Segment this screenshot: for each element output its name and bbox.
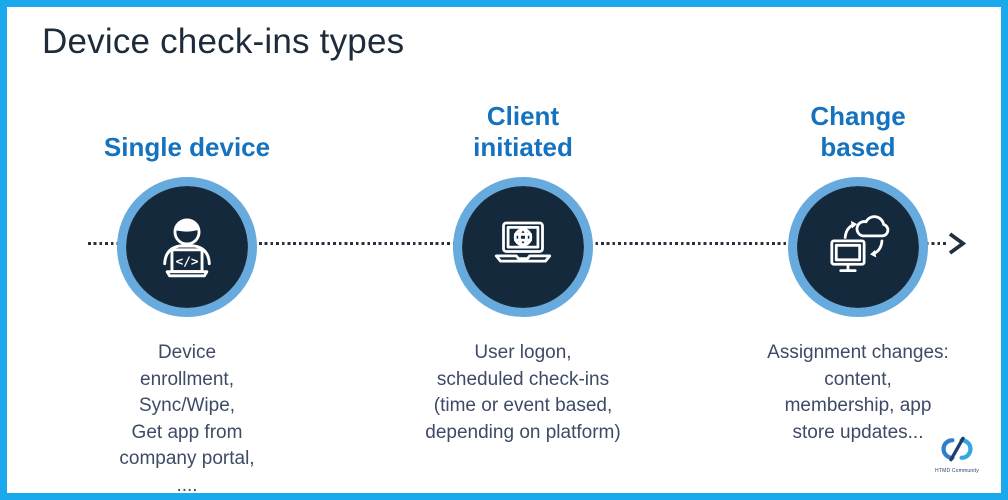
- timeline-arrowhead-icon: [948, 232, 967, 255]
- svg-text:</>: </>: [175, 254, 198, 269]
- logo-label: HTMD Community: [935, 468, 979, 474]
- column-client-initiated: Client initiated User logon, scheduled c…: [368, 0, 678, 500]
- column-description: User logon, scheduled check-ins (time or…: [425, 342, 621, 443]
- column-description: Device enrollment, Sync/Wipe, Get app fr…: [119, 342, 255, 496]
- column-heading: Change based: [810, 101, 906, 162]
- page-title: Device check-ins types: [42, 22, 405, 61]
- column-heading: Client initiated: [473, 101, 573, 162]
- change-based-circle: [788, 177, 928, 317]
- monitor-cloud-sync-icon: [830, 215, 890, 273]
- column-single-device: Single device </> Device enrollment, Syn…: [32, 0, 342, 500]
- column-heading: Single device: [103, 132, 271, 162]
- client-initiated-circle: [453, 177, 593, 317]
- person-laptop-code-icon: </>: [163, 218, 211, 278]
- htmd-community-logo: HTMD Community: [928, 434, 986, 474]
- laptop-globe-icon: [494, 221, 552, 263]
- single-device-circle: </>: [117, 177, 257, 317]
- htmd-logo-icon: [941, 436, 973, 462]
- column-description: Assignment changes: content, membership,…: [767, 342, 949, 443]
- column-change-based: Change based Assignment changes: content…: [703, 0, 1008, 500]
